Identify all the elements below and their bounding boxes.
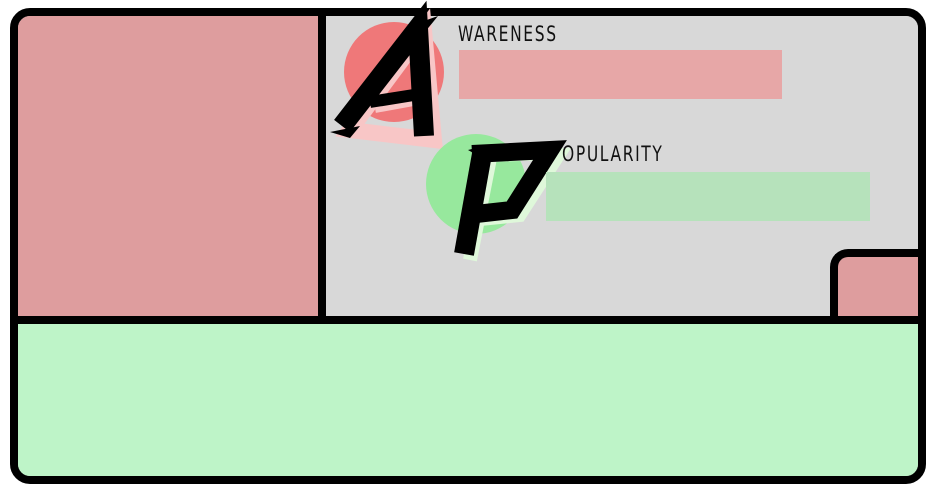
popularity-bar — [546, 172, 870, 221]
character-portrait-panel — [18, 16, 326, 316]
awareness-label: WARENESS — [458, 22, 558, 46]
awareness-bar — [459, 50, 782, 99]
dialogue-panel — [18, 316, 918, 476]
brush-letter-p-icon — [454, 140, 572, 262]
popularity-label: OPULARITY — [562, 142, 664, 166]
corner-tab[interactable] — [830, 249, 918, 324]
brush-letter-a-icon — [330, 0, 443, 150]
